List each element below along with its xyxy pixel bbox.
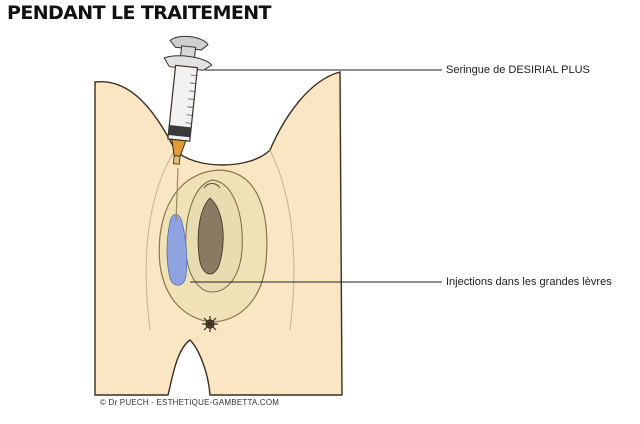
clitoral-hood <box>203 183 221 189</box>
injected-gel <box>166 214 188 286</box>
page-title: PENDANT LE TRAITEMENT <box>7 2 272 24</box>
needle <box>175 167 179 223</box>
thigh-crease-right <box>269 149 295 331</box>
copyright-credit: © Dr PUECH - ESTHETIQUE-GAMBETTA.COM <box>100 398 280 407</box>
injections-label: Injections dans les grandes lèvres <box>446 276 612 288</box>
thigh-crease-left <box>145 149 176 331</box>
anus-mark <box>202 316 218 332</box>
syringe-label: Seringue de DESIRIAL PLUS <box>446 64 590 76</box>
vaginal-opening <box>197 197 224 275</box>
syringe-icon <box>163 35 213 165</box>
